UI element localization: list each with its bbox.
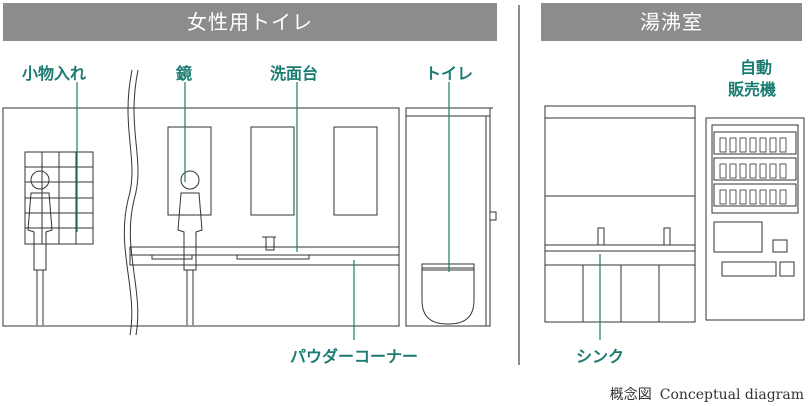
mirror-1 — [167, 126, 212, 216]
label-mirror: 鏡 — [176, 64, 193, 83]
label-locker: 小物入れ — [22, 64, 87, 83]
label-powder-corner: パウダーコーナー — [290, 347, 419, 366]
kitchenette-wall — [544, 105, 696, 323]
label-vending-line1: 自動 — [740, 58, 773, 77]
locker-grid — [24, 151, 94, 245]
toilet-bowl — [421, 267, 475, 325]
vanity-counter — [129, 246, 400, 256]
label-sink: シンク — [576, 347, 625, 366]
mirror-2 — [250, 126, 295, 216]
figure-locker — [27, 170, 53, 325]
figure-mirror — [177, 170, 203, 325]
label-toilet: トイレ — [425, 64, 474, 83]
toilet-cubicle — [405, 107, 491, 327]
label-washbasin: 洗面台 — [270, 64, 319, 83]
diagram-caption: 概念図 Conceptual diagram — [602, 384, 804, 404]
label-vending-line2: 販売機 — [728, 80, 777, 99]
caption-ja: 概念図 — [609, 387, 652, 403]
vending-machine — [705, 117, 805, 321]
caption-en: Conceptual diagram — [659, 387, 804, 403]
section-banner-womens-restroom: 女性用トイレ — [3, 3, 497, 41]
kitchenette-counter — [544, 244, 696, 252]
section-banner-kitchenette: 湯沸室 — [541, 3, 802, 41]
faucet — [265, 236, 275, 251]
sink-faucet-2 — [663, 227, 671, 246]
wall-break — [123, 69, 133, 336]
mirror-3 — [333, 126, 378, 216]
sink-faucet-1 — [597, 227, 605, 246]
restroom-wall — [2, 107, 400, 327]
